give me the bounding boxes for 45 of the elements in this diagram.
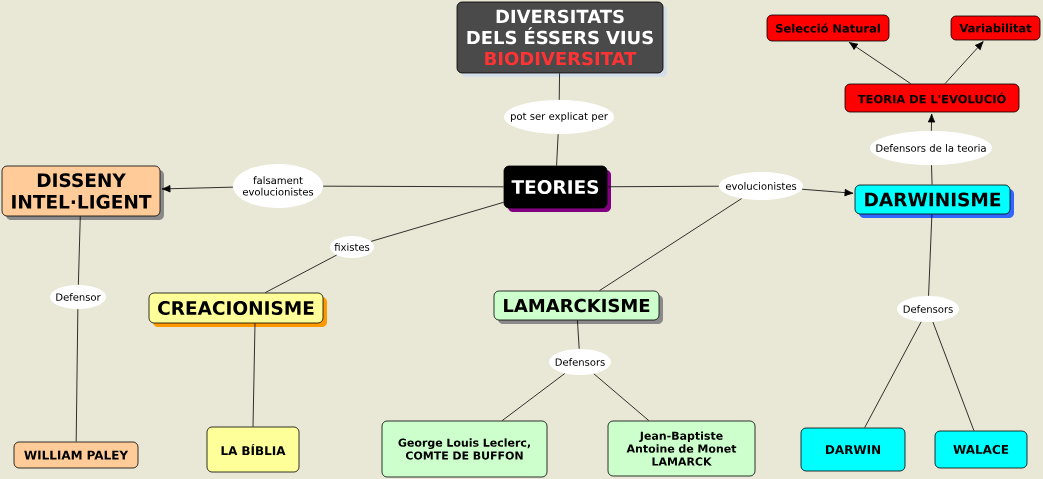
connector-line: [928, 214, 933, 297]
arrow: [944, 41, 984, 84]
concept-box: WALACE: [934, 430, 1028, 469]
connector-line: [252, 323, 256, 427]
concept-box: LA BÍBLIA: [206, 426, 300, 473]
arrow: [801, 188, 854, 197]
concept-box: DISSENY INTEL·LIGENT: [1, 165, 164, 220]
concept-box: DARWIN: [800, 427, 906, 472]
concept-box: LAMARCKISME: [493, 290, 663, 324]
connector-line: [77, 216, 81, 286]
linking-phrase: Defensor: [50, 285, 106, 309]
connector-line: [264, 254, 338, 293]
connector-line: [864, 321, 922, 428]
connector-line: [607, 185, 720, 188]
connector-line: [599, 198, 742, 291]
connector-line: [501, 373, 566, 421]
linking-phrase: fixistes: [330, 236, 374, 258]
linking-phrase: Defensors: [549, 349, 611, 375]
linking-phrase: Defensors: [897, 296, 959, 322]
concept-box: CREACIONISME: [148, 292, 327, 327]
connector-line: [370, 201, 504, 242]
connector-line: [558, 73, 560, 101]
concept-box: DIVERSITATS DELS ÉSSERS VIUS BIODIVERSITAT: [456, 1, 667, 77]
connector-line: [932, 321, 975, 431]
connector-line: [593, 373, 650, 421]
connector-line: [322, 185, 504, 188]
concept-box: DARWINISME: [854, 184, 1014, 218]
arrow: [927, 113, 936, 132]
linking-phrase: falsament evolucionistes: [233, 164, 323, 208]
concept-box: WILLIAM PALEY: [13, 441, 139, 469]
connector-line: [556, 133, 559, 166]
linking-phrase: evolucionistes: [719, 172, 803, 200]
linking-phrase: Defensors de la teoria: [870, 131, 992, 165]
concept-box: Jean-Baptiste Antoine de Monet LAMARCK: [607, 420, 756, 477]
concept-box: TEORIA DE L'EVOLUCIÓ: [844, 83, 1020, 113]
concept-box: Variabilitat: [950, 15, 1041, 41]
connector-line: [577, 320, 580, 350]
connector-line: [75, 308, 79, 442]
connector-line: [931, 164, 933, 185]
arrow: [161, 185, 234, 193]
concept-box: Selecció Natural: [766, 14, 890, 42]
concept-box: TEORIES: [503, 165, 611, 212]
linking-phrase: pot ser explicat per: [504, 100, 614, 134]
concept-box: George Louis Leclerc, COMTE DE BUFFON: [381, 420, 548, 478]
arrow: [848, 41, 912, 84]
